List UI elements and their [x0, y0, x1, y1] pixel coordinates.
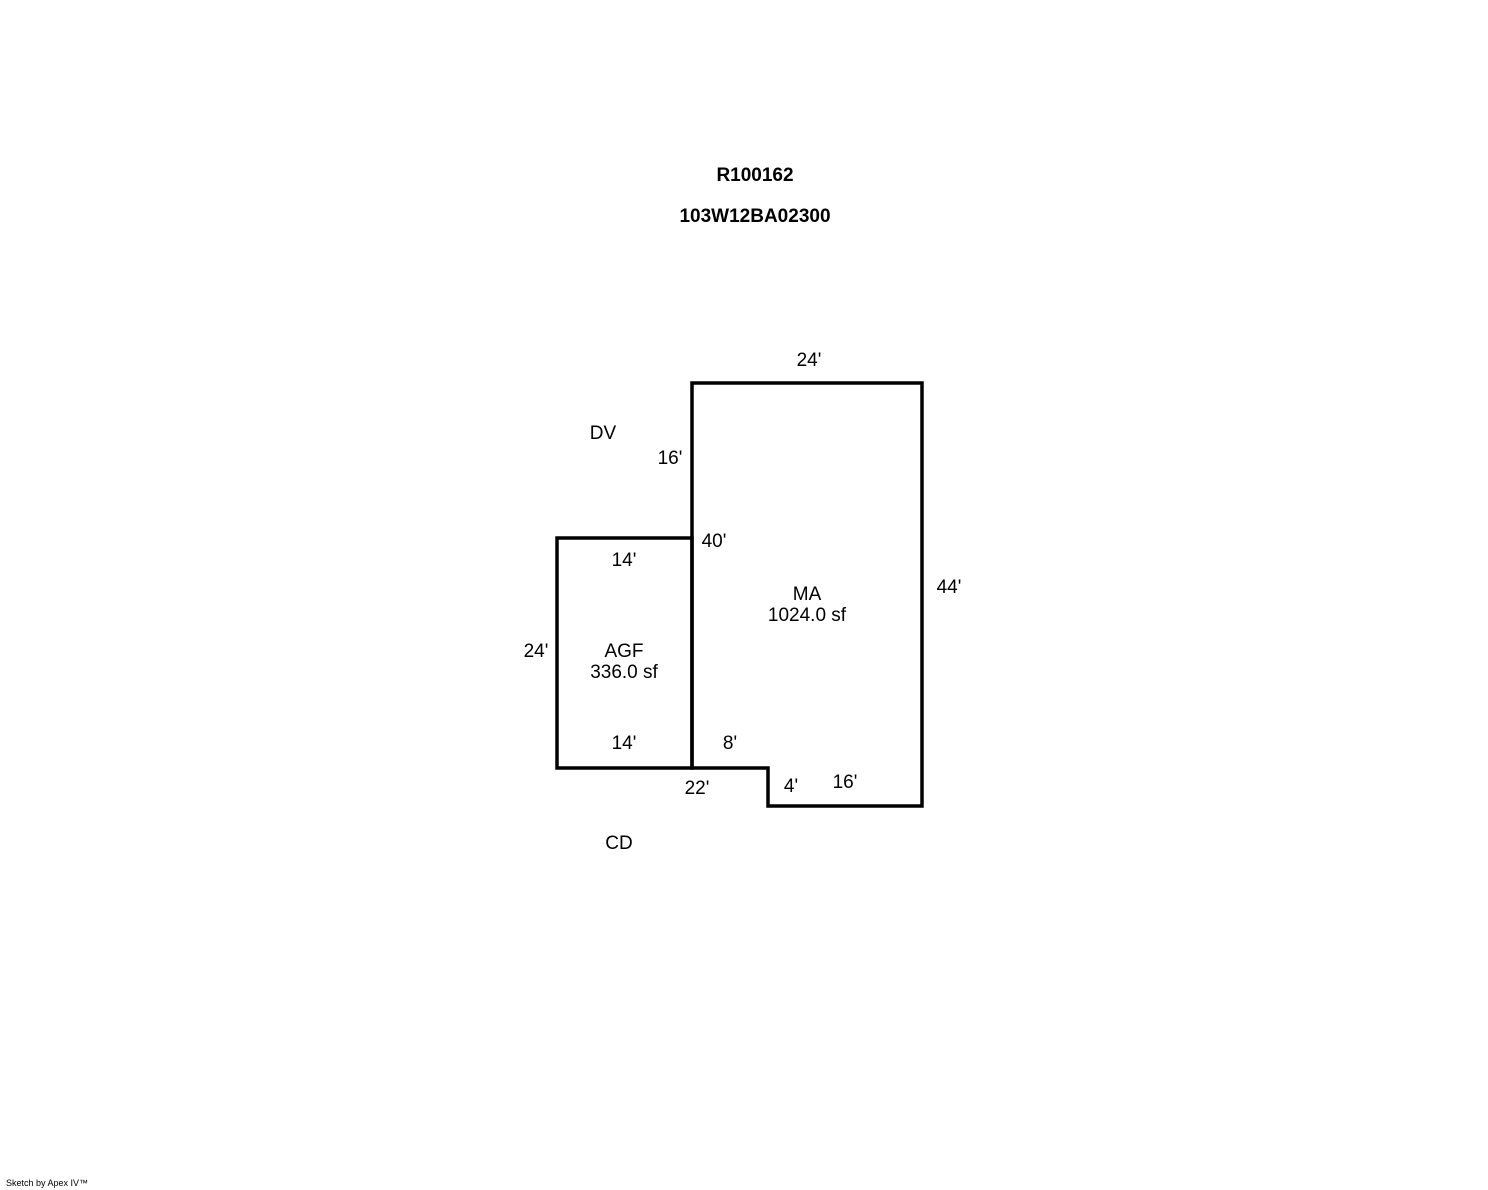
- dim-ma-right: 44': [936, 577, 962, 598]
- account-number: R100162: [716, 165, 794, 186]
- dim-ma-bottom: 16': [832, 772, 858, 793]
- dim-agf-left: 24': [523, 641, 549, 662]
- dim-ma-notch: 4': [783, 776, 799, 797]
- label-cd: CD: [605, 833, 633, 854]
- dim-agf-top: 14': [611, 550, 637, 571]
- dim-agf-bottom: 14': [611, 733, 637, 754]
- dim-combined-bottom: 22': [684, 778, 710, 799]
- area-ma-size: 1024.0 sf: [767, 605, 847, 626]
- area-agf-code: AGF: [604, 641, 644, 662]
- area-agf-outline: [555, 536, 694, 770]
- area-ma-label: MA 1024.0 sf: [768, 584, 846, 626]
- map-tax-lot: 103W12BA02300: [679, 206, 831, 227]
- area-agf-label: AGF 336.0 sf: [590, 641, 658, 683]
- label-dv: DV: [589, 423, 617, 444]
- dim-ma-bottom-step: 8': [722, 733, 738, 754]
- area-agf-size: 336.0 sf: [590, 662, 658, 683]
- dim-ma-left-lower: 40': [701, 531, 727, 552]
- dim-ma-top: 24': [796, 350, 822, 371]
- area-ma-code: MA: [792, 584, 822, 605]
- dim-ma-left-upper: 16': [657, 448, 683, 469]
- sketch-credit: Sketch by Apex IV™: [6, 1178, 89, 1188]
